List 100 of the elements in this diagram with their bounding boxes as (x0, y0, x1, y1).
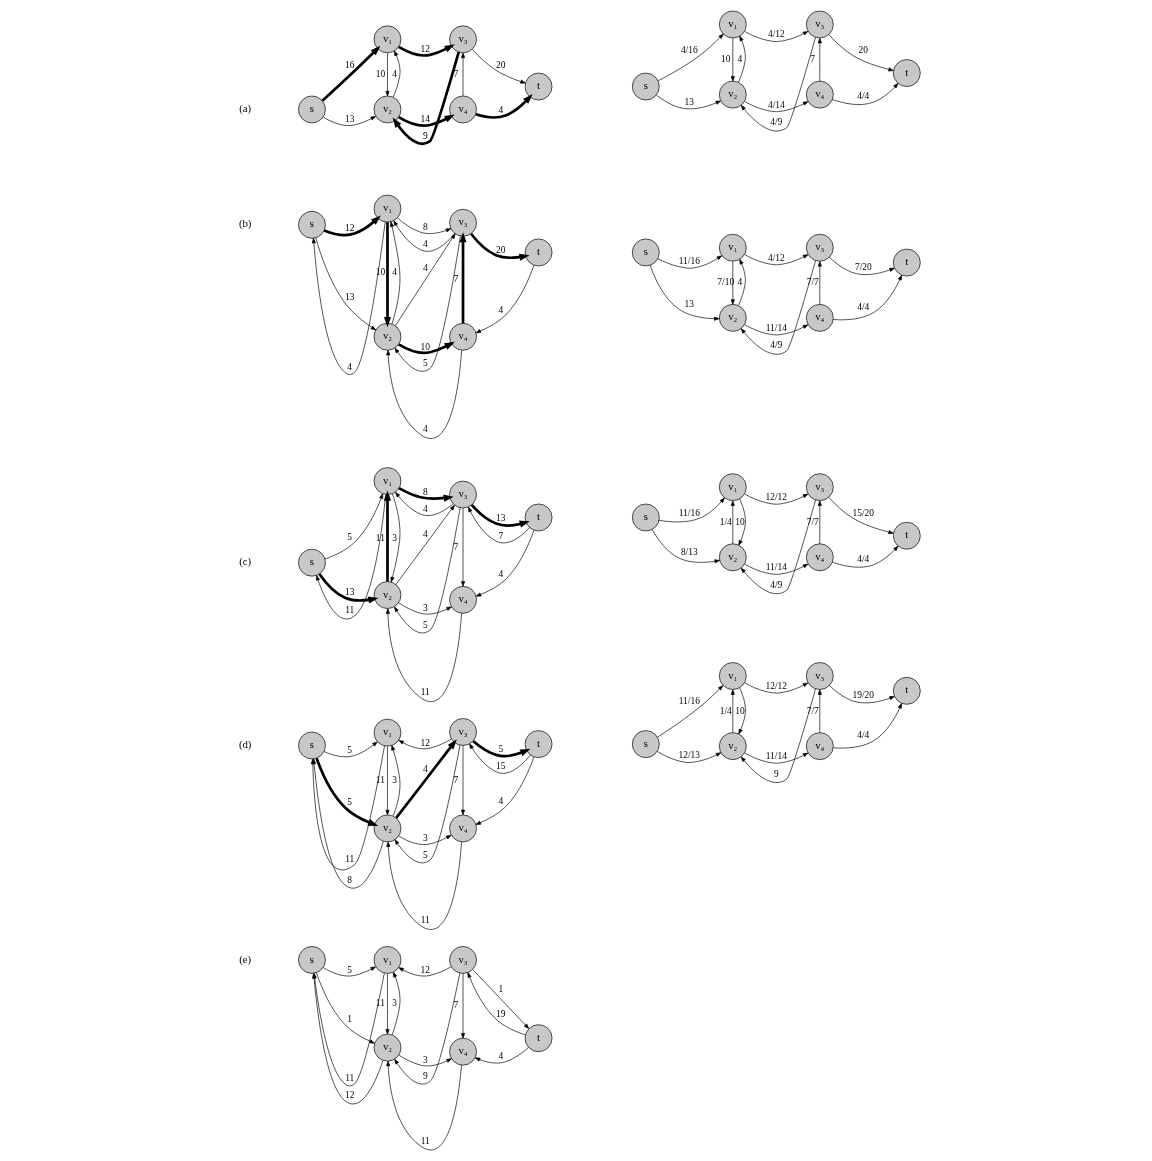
edge-label: 4/16 (680, 44, 698, 55)
edge-label: 4 (737, 54, 743, 65)
edge-label: 4/4 (857, 730, 870, 741)
edge-label: 4/12 (767, 29, 785, 40)
edge-label: 4 (422, 423, 428, 434)
edge-label: 4 (498, 104, 504, 115)
edge-label: 1/4 (719, 705, 732, 716)
edge-label: 3 (392, 998, 397, 1009)
edge-label: 13 (684, 298, 695, 309)
edge-label: 3 (392, 775, 397, 786)
edge-label: 11/14 (765, 562, 787, 573)
edge-label: 12 (420, 964, 430, 975)
edge-label: 11 (345, 605, 355, 616)
edge-label: 5 (422, 357, 428, 368)
edge-label: 13 (496, 513, 506, 524)
edge-label: 7 (810, 54, 816, 65)
edge-label: 10 (375, 267, 386, 278)
edge-label: 11 (420, 687, 430, 698)
edge-label: 5 (347, 964, 353, 975)
edge-label: 11 (375, 532, 385, 543)
edge-label: 4 (392, 68, 397, 79)
edge-label: 7 (453, 541, 459, 552)
edge-label: 11/14 (765, 751, 787, 762)
edge-label: 13 (345, 114, 355, 125)
edge-label: 4 (422, 528, 428, 539)
edge-label: 4/9 (770, 340, 783, 351)
edge-label: 7 (453, 1000, 459, 1011)
edge-label: 7 (498, 530, 504, 541)
edge-label: 13 (345, 292, 355, 303)
edge-label: 12 (420, 44, 430, 55)
edge-label: 15 (496, 761, 506, 772)
edge-label: 4 (498, 1051, 504, 1062)
edge-label: 8 (422, 221, 428, 232)
label: (e) (239, 952, 252, 965)
edge-label: 3 (422, 833, 428, 844)
edge-label: 11 (375, 998, 385, 1009)
edge-label: 4 (422, 763, 428, 774)
edge-label: 12 (345, 1090, 355, 1101)
edge-label: 5 (347, 531, 353, 542)
edge-label: 5 (347, 796, 353, 807)
edge-label: 20 (858, 44, 869, 55)
edge-label: 4 (347, 361, 353, 372)
edge-label: 5 (422, 849, 428, 860)
edge-label: 8 (422, 486, 428, 497)
edge-label: 1/4 (719, 516, 732, 527)
edge-label: 4 (737, 277, 743, 288)
edge-label: 5 (498, 744, 504, 755)
edge-label: 5 (347, 745, 353, 756)
edge-label: 11/16 (678, 256, 700, 267)
edge-label: 4 (498, 304, 504, 315)
edge-label: 1 (347, 1014, 353, 1025)
edge-label: 10 (735, 516, 745, 527)
edge-label: 4/14 (767, 99, 785, 110)
edge-label: 7 (453, 68, 459, 79)
edge-label: 3 (422, 1054, 428, 1065)
edge-label: 8 (347, 874, 353, 885)
edge-label: 9 (773, 768, 779, 779)
edge-label: 4/4 (857, 554, 870, 565)
edge-label: 13 (345, 587, 355, 598)
edge-label: 7 (453, 774, 459, 785)
edge-label: 11 (345, 854, 355, 865)
edge-label: 7/7 (806, 516, 819, 527)
edge-label: 9 (422, 130, 428, 141)
edge-label: 7 (453, 274, 459, 285)
edge-label: 11/14 (765, 322, 787, 333)
edge-label: 10 (721, 54, 731, 65)
edge-label: 10 (375, 68, 386, 79)
edge-label: 13 (684, 96, 695, 107)
edge-label: 11 (420, 1135, 430, 1146)
edge-label: 12 (420, 737, 430, 748)
edge-label: 10 (735, 705, 745, 716)
edge-label: 5 (422, 619, 428, 630)
edge-label: 4/4 (857, 301, 870, 312)
label: (d) (238, 738, 252, 751)
edge-label: 10 (420, 341, 430, 352)
edge-label: 19/20 (852, 690, 875, 701)
edge-label: 4 (422, 262, 428, 273)
edge-label: 12/13 (678, 750, 701, 761)
edge-label: 7/10 (717, 277, 735, 288)
label: (c) (239, 555, 252, 568)
label: (a) (239, 102, 252, 115)
edge-label: 20 (496, 59, 506, 70)
edge-label: 12 (345, 223, 355, 233)
edge-label: 4/4 (857, 91, 870, 102)
edge-label: 4 (422, 503, 428, 514)
edge-label: 19 (496, 1008, 506, 1019)
edge-label: 14 (420, 114, 430, 125)
edge-label: 7/7 (806, 705, 819, 716)
edge-label: 16 (345, 60, 355, 71)
edge-label: 4 (422, 239, 428, 250)
edge-label: 1 (498, 984, 504, 995)
edge-label: 4/9 (770, 117, 783, 128)
edge-label: 4/9 (770, 579, 783, 590)
edge-label: 7/20 (854, 262, 872, 273)
edge-label: 3 (422, 602, 428, 613)
edge-label: 9 (422, 1070, 428, 1081)
label: (b) (238, 217, 252, 230)
edge-label: 4/12 (767, 252, 785, 263)
edge-label: 11 (345, 1073, 355, 1084)
edge-label: 11 (420, 914, 430, 925)
